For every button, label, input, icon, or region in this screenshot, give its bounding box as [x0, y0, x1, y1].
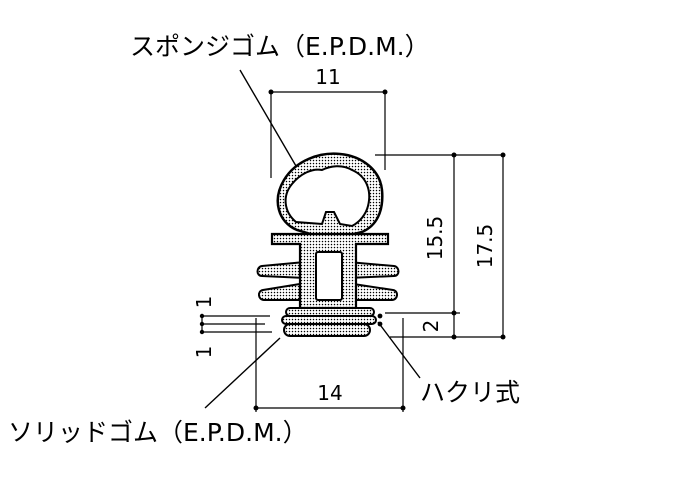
solid-base	[281, 307, 383, 337]
dim-value-total-height: 17.5	[473, 224, 497, 269]
leader-solid	[204, 337, 281, 409]
leader-peel	[377, 321, 421, 379]
sponge-bulb	[276, 152, 384, 242]
dim-layers: 1 1	[192, 296, 272, 359]
fins	[256, 260, 400, 301]
label-sponge-rubber: スポンジゴム（E.P.D.M.）	[130, 32, 430, 61]
dim-value-layer-lower: 1	[192, 346, 216, 359]
dim-value-inner-height: 15.5	[423, 216, 447, 261]
leader-sponge	[239, 69, 297, 167]
label-peel-type: ハクリ式	[420, 378, 520, 407]
label-solid-rubber: ソリッドゴム（E.P.D.M.）	[8, 418, 308, 447]
dim-value-bottom-width: 14	[317, 381, 342, 405]
dim-value-layer-upper: 1	[192, 296, 216, 309]
dim-value-top-width: 11	[315, 65, 340, 89]
dim-top-width: 11	[268, 65, 388, 178]
dim-heights: 15.5 17.5 2	[375, 152, 506, 340]
dim-value-base-height: 2	[419, 320, 443, 333]
dim-bottom-width: 14	[253, 318, 406, 412]
